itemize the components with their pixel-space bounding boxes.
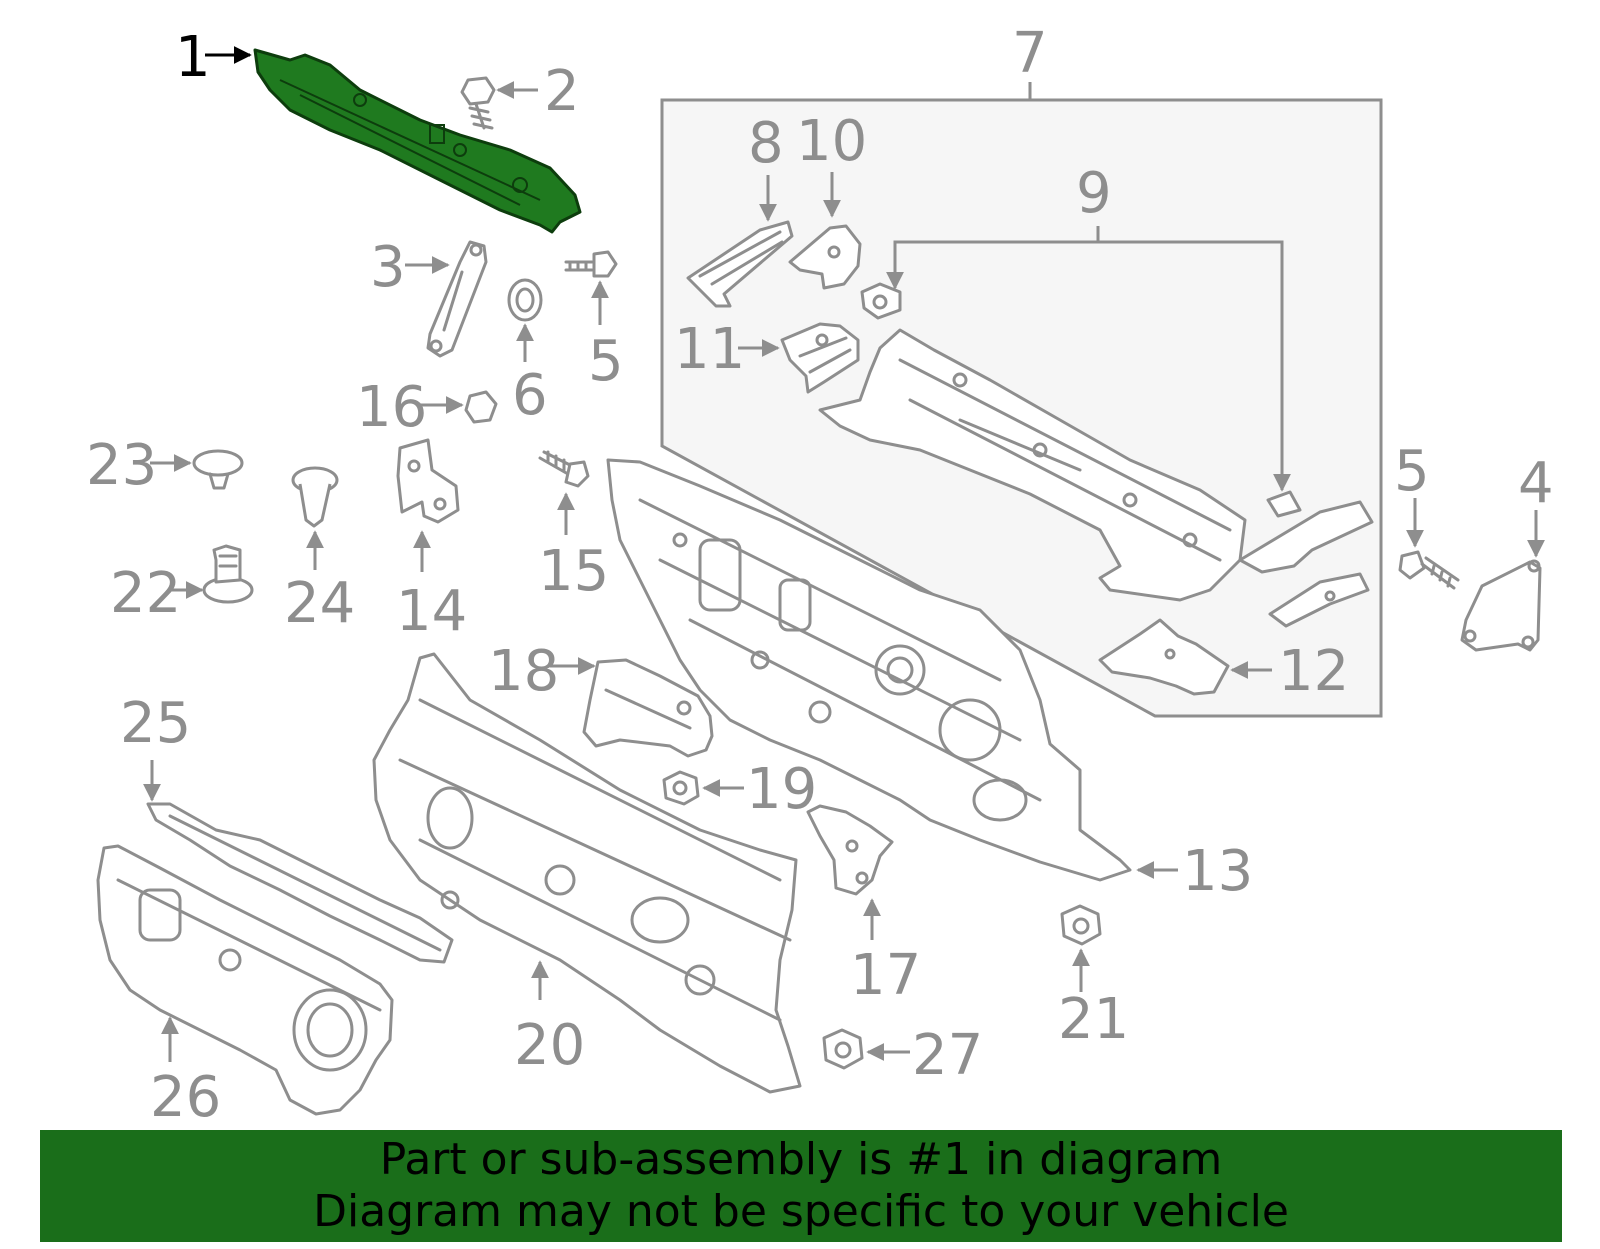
callout-16[interactable]: 16 — [356, 375, 427, 440]
callout-19[interactable]: 19 — [746, 757, 817, 822]
part-26-insulator[interactable] — [96, 844, 394, 1116]
callout-23[interactable]: 23 — [86, 433, 157, 498]
part-9-bracket-right[interactable] — [1266, 490, 1302, 518]
part-10-bracket[interactable] — [788, 224, 862, 290]
callout-14[interactable]: 14 — [396, 579, 467, 644]
callout-17[interactable]: 17 — [850, 943, 921, 1008]
part-7-cowl-assembly[interactable] — [818, 328, 1247, 602]
callout-5b[interactable]: 5 — [1394, 439, 1430, 504]
callout-3[interactable]: 3 — [370, 235, 406, 300]
callout-25[interactable]: 25 — [120, 691, 191, 756]
callout-21[interactable]: 21 — [1058, 987, 1129, 1052]
callout-20[interactable]: 20 — [514, 1013, 585, 1078]
part-15-bolt[interactable] — [538, 450, 590, 488]
callout-24[interactable]: 24 — [284, 571, 355, 636]
part-3-bracket[interactable] — [426, 240, 488, 358]
part-22-grommet[interactable] — [202, 544, 254, 604]
part-14-bracket[interactable] — [396, 438, 460, 524]
callout-27[interactable]: 27 — [912, 1023, 983, 1088]
callout-13[interactable]: 13 — [1182, 839, 1253, 904]
part-6-nut[interactable] — [507, 278, 543, 322]
part-19-nut[interactable] — [662, 770, 700, 806]
callout-5a[interactable]: 5 — [588, 329, 624, 394]
callout-18[interactable]: 18 — [488, 639, 559, 704]
part-5-bolt-upper[interactable] — [564, 250, 618, 278]
callout-26[interactable]: 26 — [150, 1065, 221, 1130]
callout-8[interactable]: 8 — [748, 111, 784, 176]
callout-15[interactable]: 15 — [538, 539, 609, 604]
callout-22[interactable]: 22 — [110, 561, 181, 626]
part-18-insulator[interactable] — [582, 658, 714, 758]
callout-7[interactable]: 7 — [1012, 21, 1048, 86]
part-23-clip[interactable] — [192, 449, 244, 490]
callout-10[interactable]: 10 — [796, 109, 867, 174]
part-25-strip[interactable] — [146, 802, 454, 964]
callout-2[interactable]: 2 — [544, 59, 580, 124]
notice-line-1: Part or sub-assembly is #1 in diagram — [379, 1134, 1223, 1185]
part-21-nut[interactable] — [1060, 904, 1102, 946]
part-2-bolt[interactable] — [460, 76, 496, 130]
part-27-nut[interactable] — [822, 1028, 864, 1070]
callout-9-bracket-lead — [886, 240, 1291, 492]
part-24-clip[interactable] — [291, 466, 339, 528]
callout-9[interactable]: 9 — [1076, 161, 1112, 226]
part-4-bracket[interactable] — [1460, 559, 1542, 652]
notice-banner: Part or sub-assembly is #1 in diagram Di… — [40, 1130, 1562, 1242]
part-8-bracket[interactable] — [686, 220, 794, 308]
part-1-cowl-panel[interactable] — [253, 48, 582, 234]
part-11-bracket[interactable] — [780, 322, 860, 394]
callout-1[interactable]: 1 — [175, 25, 211, 90]
part-13-dash-panel[interactable] — [606, 458, 1132, 882]
notice-line-2: Diagram may not be specific to your vehi… — [313, 1186, 1289, 1237]
callout-4[interactable]: 4 — [1518, 451, 1554, 516]
callout-11[interactable]: 11 — [674, 317, 745, 382]
part-5-bolt-right[interactable] — [1398, 550, 1460, 590]
part-17-bracket[interactable] — [806, 804, 894, 896]
callout-12[interactable]: 12 — [1278, 639, 1349, 704]
part-12-bracket[interactable] — [1098, 500, 1374, 696]
part-16-nut[interactable] — [464, 390, 498, 424]
part-20-dash-insulator[interactable] — [372, 652, 802, 1094]
callout-6[interactable]: 6 — [512, 363, 548, 428]
